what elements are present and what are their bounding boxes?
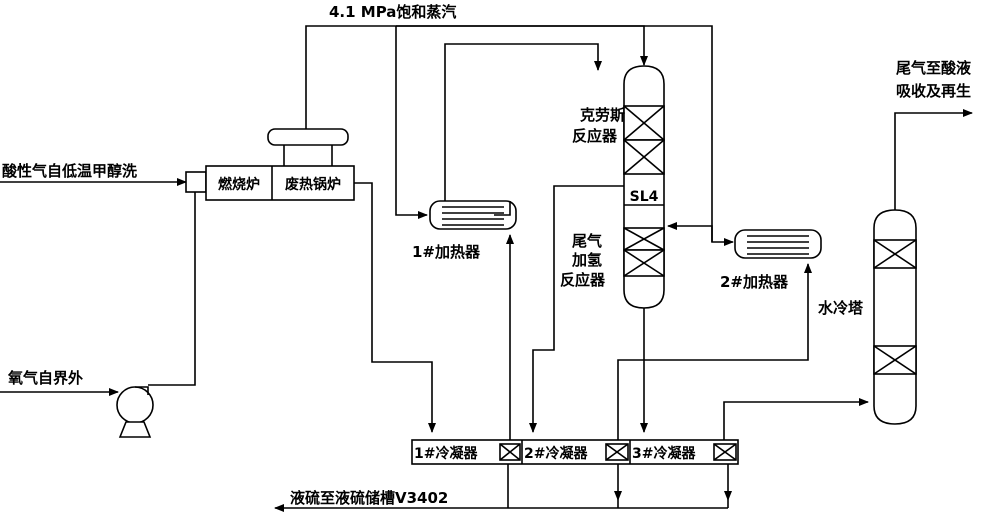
oxygen-feed-label: 氧气自界外 [7, 369, 83, 387]
claus-to-cond2-line [529, 185, 624, 433]
claus-reactor-label-2: 反应器 [572, 127, 618, 145]
oxygen-pump [116, 386, 154, 438]
quench-tower-label: 水冷塔 [818, 299, 864, 317]
tail-reactor-label-3: 反应器 [560, 271, 606, 289]
heater2-to-tailreactor-line [667, 222, 713, 242]
feed-lines [0, 171, 207, 396]
steam-lines [305, 25, 734, 246]
condenser3-label: 3#冷凝器 [632, 445, 696, 462]
claus-reactor-label-1: 克劳斯 [580, 106, 625, 124]
tail-reactor-label-2: 加氢 [571, 251, 602, 269]
burner-boiler-unit [205, 125, 355, 201]
heater2-label: 2#加热器 [720, 273, 789, 291]
boiler-outlet-line [354, 182, 436, 433]
steam-label: 4.1 MPa饱和蒸汽 [329, 3, 456, 21]
quench-tower [873, 209, 917, 425]
condenser2-label: 2#冷凝器 [524, 445, 588, 462]
acid-gas-feed-label: 酸性气自低温甲醇洗 [2, 162, 137, 180]
tail-gas-outlet-line [894, 109, 973, 210]
heater1-label: 1#加热器 [412, 243, 481, 261]
waste-heat-boiler-label: 废热锅炉 [285, 176, 341, 193]
reactor-tag: SL4 [630, 189, 659, 205]
liquid-sulfur-out-label: 液硫至液硫储槽V3402 [290, 489, 448, 507]
condenser-train [411, 439, 739, 465]
cond3-to-quench-line [723, 398, 869, 440]
heater1-to-claus-line [444, 43, 602, 201]
heater-2 [734, 229, 822, 259]
tail-gas-out-label-2: 吸收及再生 [896, 82, 971, 100]
burner-label: 燃烧炉 [218, 176, 260, 193]
mixer-box [185, 171, 207, 193]
cond2-to-heater2-line [617, 263, 812, 440]
tail-reactor-label-1: 尾气 [572, 232, 602, 250]
condenser1-label: 1#冷凝器 [414, 445, 478, 462]
heater-1 [429, 200, 517, 230]
liquid-sulfur-drains [274, 464, 732, 512]
tail-gas-out-label-1: 尾气至酸液 [896, 59, 972, 77]
reactor-column [623, 65, 665, 309]
